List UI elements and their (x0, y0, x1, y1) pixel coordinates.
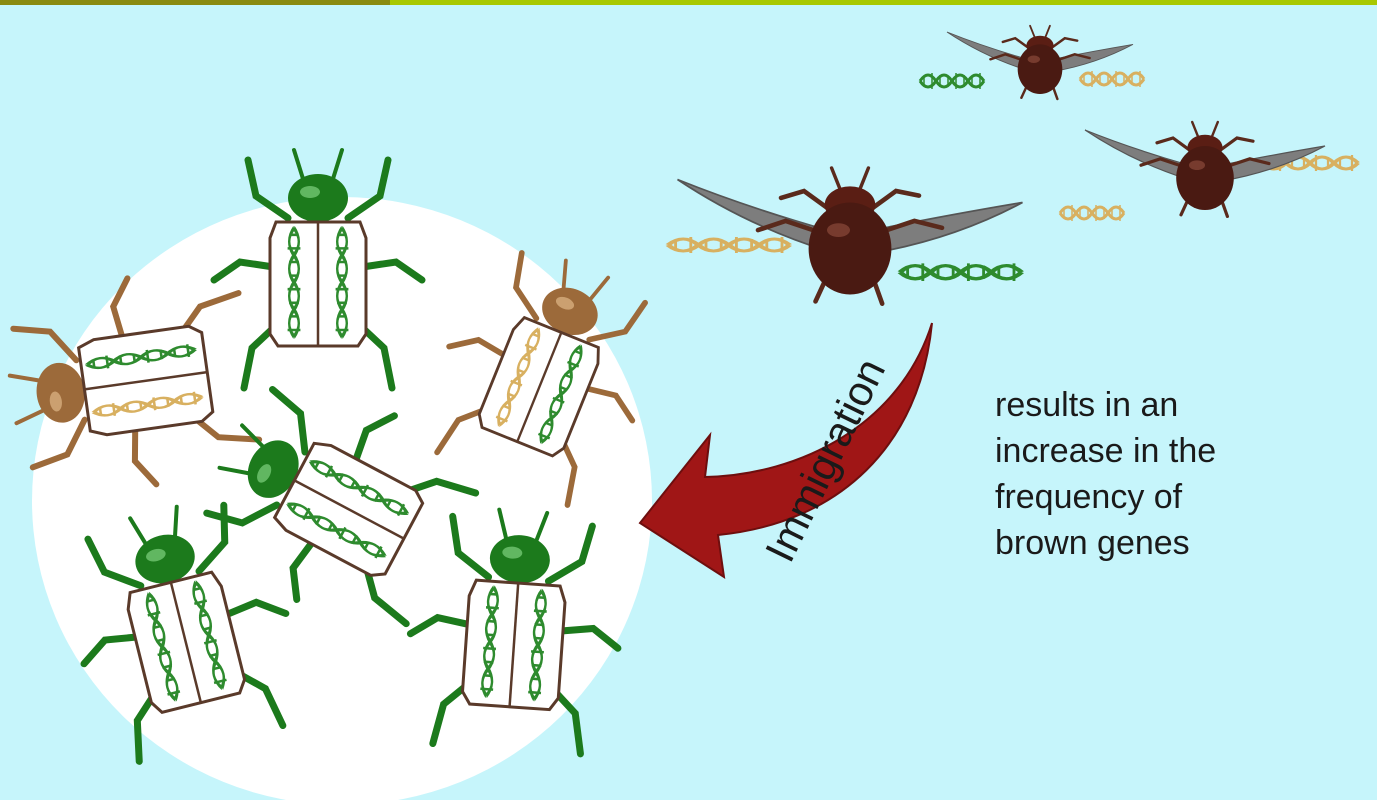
caption-line: increase in the (995, 428, 1216, 474)
immigrant-beetle (920, 26, 1144, 99)
immigrant-beetle (1060, 122, 1358, 221)
immigrant-beetle (668, 168, 1023, 304)
caption-line: frequency of (995, 474, 1216, 520)
caption-line: results in an (995, 382, 1216, 428)
caption-line: brown genes (995, 520, 1216, 566)
caption: results in an increase in the frequency … (995, 382, 1216, 566)
